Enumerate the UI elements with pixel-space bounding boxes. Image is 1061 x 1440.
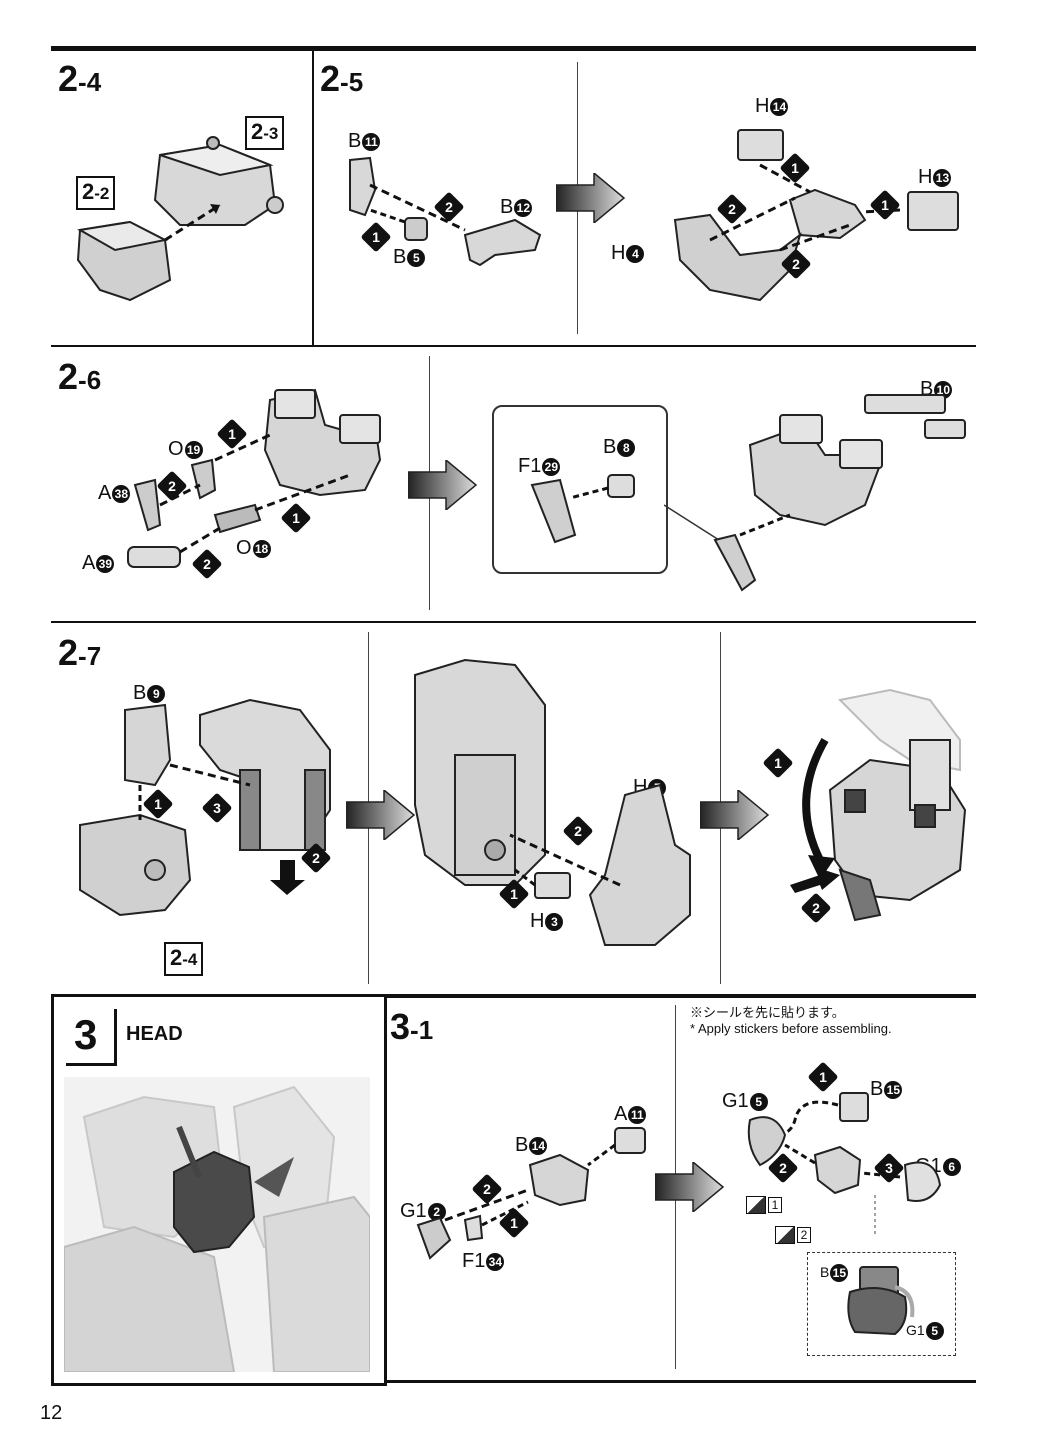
order-badge-1: 1 bbox=[498, 1207, 530, 1239]
sticker-1-number: 1 bbox=[768, 1197, 782, 1213]
part-2-3-body bbox=[76, 136, 284, 302]
order-badge-1: 1 bbox=[779, 152, 811, 184]
sticker-detail-box bbox=[807, 1252, 956, 1356]
head-step-title: HEAD bbox=[126, 1023, 183, 1045]
order-badge-2: 2 bbox=[300, 842, 332, 874]
step-2-6-heading: 2-6 bbox=[58, 356, 102, 397]
order-badge-1: 1 bbox=[807, 1061, 839, 1093]
bottom-rule bbox=[51, 1380, 976, 1383]
order-badge-1: 1 bbox=[216, 418, 248, 450]
part-2-6-right-drawing bbox=[713, 394, 966, 592]
part-3-1-right-drawing bbox=[747, 1092, 942, 1235]
head-step-number: 3 bbox=[74, 1011, 98, 1058]
step-3-1-heading: 3-1 bbox=[390, 1006, 434, 1047]
head-section-box: 3 HEAD bbox=[51, 994, 387, 1386]
next-arrow-icon bbox=[700, 790, 770, 840]
next-arrow-icon bbox=[408, 460, 478, 510]
part-2-5-right-drawing bbox=[673, 129, 959, 302]
page-number: 12 bbox=[40, 1402, 63, 1424]
part-3-1-left-drawing bbox=[416, 1127, 646, 1260]
detail-inset bbox=[492, 405, 668, 574]
order-badge-2: 2 bbox=[716, 193, 748, 225]
sticker-note-en: * Apply stickers before assembling. bbox=[690, 1021, 892, 1036]
inset-drawing bbox=[530, 474, 635, 544]
part-2-5-left-drawing bbox=[349, 156, 542, 267]
part-2-7-mid-drawing bbox=[414, 658, 691, 946]
sticker-note-jp: ※シールを先に貼ります。 bbox=[690, 1005, 845, 1020]
order-badge-1: 1 bbox=[869, 189, 901, 221]
order-badge-2: 2 bbox=[800, 892, 832, 924]
part-2-7-left-drawing bbox=[79, 698, 331, 917]
sticker-2-icon bbox=[775, 1226, 795, 1244]
order-badge-1: 1 bbox=[280, 502, 312, 534]
head-step-number-box bbox=[66, 1009, 117, 1066]
order-badge-2: 2 bbox=[562, 815, 594, 847]
ref-2-2: 2-2 bbox=[76, 176, 116, 210]
order-badge-2: 2 bbox=[471, 1173, 503, 1205]
next-arrow-icon bbox=[556, 173, 626, 223]
step-2-5-heading: 2-5 bbox=[320, 58, 364, 99]
head-photo bbox=[64, 1077, 370, 1372]
part-2-6-left-drawing bbox=[127, 388, 382, 568]
order-badge-3: 3 bbox=[201, 792, 233, 824]
order-badge-1: 1 bbox=[762, 747, 794, 779]
top-rule bbox=[51, 46, 976, 51]
next-arrow-icon bbox=[346, 790, 416, 840]
order-badge-2: 2 bbox=[433, 191, 465, 223]
order-badge-3: 3 bbox=[873, 1152, 905, 1184]
order-badge-1: 1 bbox=[498, 878, 530, 910]
next-arrow-icon bbox=[655, 1162, 725, 1212]
head-render-image bbox=[64, 1077, 370, 1372]
sticker-1-icon bbox=[746, 1196, 766, 1214]
order-badge-2: 2 bbox=[156, 470, 188, 502]
order-badge-1: 1 bbox=[360, 221, 392, 253]
rule-3 bbox=[51, 621, 976, 623]
sticker-2-number: 2 bbox=[797, 1227, 811, 1243]
divider-2-4-2-5 bbox=[312, 51, 314, 346]
order-badge-2: 2 bbox=[191, 548, 223, 580]
order-badge-2: 2 bbox=[767, 1152, 799, 1184]
order-badge-2: 2 bbox=[780, 248, 812, 280]
step-2-4-heading: 2-4 bbox=[58, 58, 102, 99]
ref-2-4: 2-4 bbox=[164, 942, 204, 976]
step-2-7-heading: 2-7 bbox=[58, 632, 102, 673]
ref-2-3: 2-3 bbox=[245, 116, 285, 150]
order-badge-1: 1 bbox=[142, 788, 174, 820]
part-2-7-right-drawing bbox=[790, 688, 967, 922]
inset-callout-line bbox=[664, 504, 720, 541]
sticker-detail-drawing bbox=[847, 1266, 915, 1336]
rule-2 bbox=[51, 345, 976, 347]
rule-4 bbox=[381, 994, 976, 998]
